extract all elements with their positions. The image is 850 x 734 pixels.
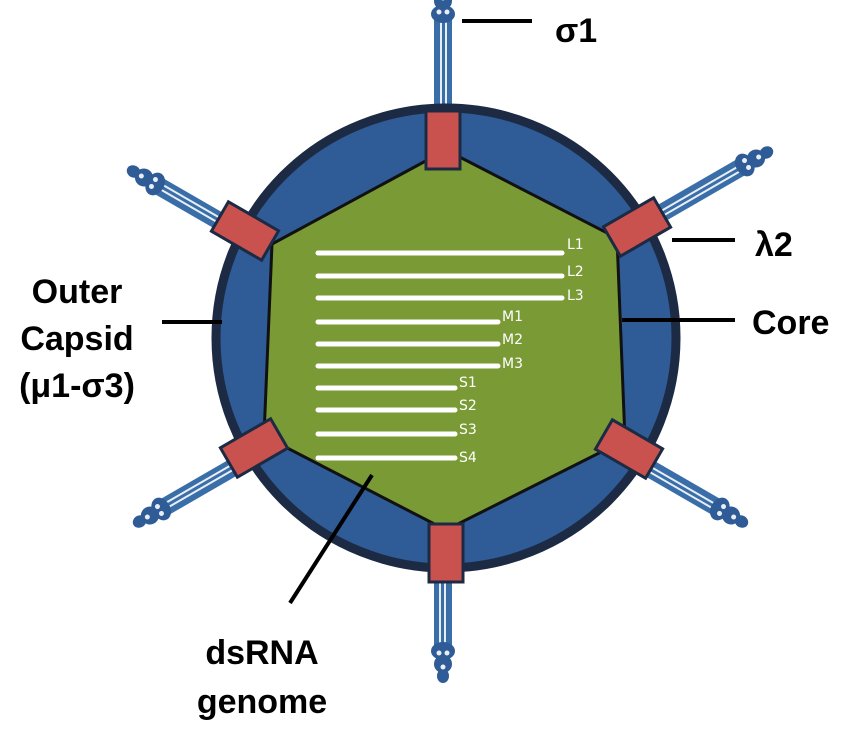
segment-label-s3: S3 <box>459 422 477 438</box>
leader-genome <box>288 473 374 605</box>
genome-line-1: dsRNA <box>205 634 318 672</box>
segment-label-m2: M2 <box>502 332 523 348</box>
turret-top <box>424 109 462 171</box>
label-outer-capsid: Outer Capsid (μ1-σ3) <box>19 273 135 405</box>
outer-capsid-line-2: Capsid <box>20 320 133 358</box>
spike-upper-right <box>646 137 780 230</box>
turret-bottom <box>427 522 465 584</box>
genome-line-2: genome <box>197 683 327 721</box>
label-lambda2: λ2 <box>755 226 793 264</box>
segment-label-m1: M1 <box>502 309 523 325</box>
outer-capsid-line-3: (μ1-σ3) <box>19 367 135 405</box>
segment-label-s1: S1 <box>459 375 477 391</box>
segment-label-l3: L3 <box>567 288 584 304</box>
segment-label-s2: S2 <box>459 398 477 414</box>
segment-label-m3: M3 <box>502 356 523 372</box>
label-sigma1: σ1 <box>555 12 597 50</box>
segment-label-l2: L2 <box>567 264 584 280</box>
outer-capsid-line-1: Outer <box>32 273 123 311</box>
spike-top <box>430 0 456 121</box>
label-core: Core <box>752 304 829 342</box>
segment-label-l1: L1 <box>567 237 584 253</box>
segment-label-s4: S4 <box>459 450 477 466</box>
label-genome: dsRNA genome <box>197 634 327 721</box>
genome-segments: L1 L2 L3 M1 M2 M3 S1 S2 S3 S4 <box>315 237 584 466</box>
